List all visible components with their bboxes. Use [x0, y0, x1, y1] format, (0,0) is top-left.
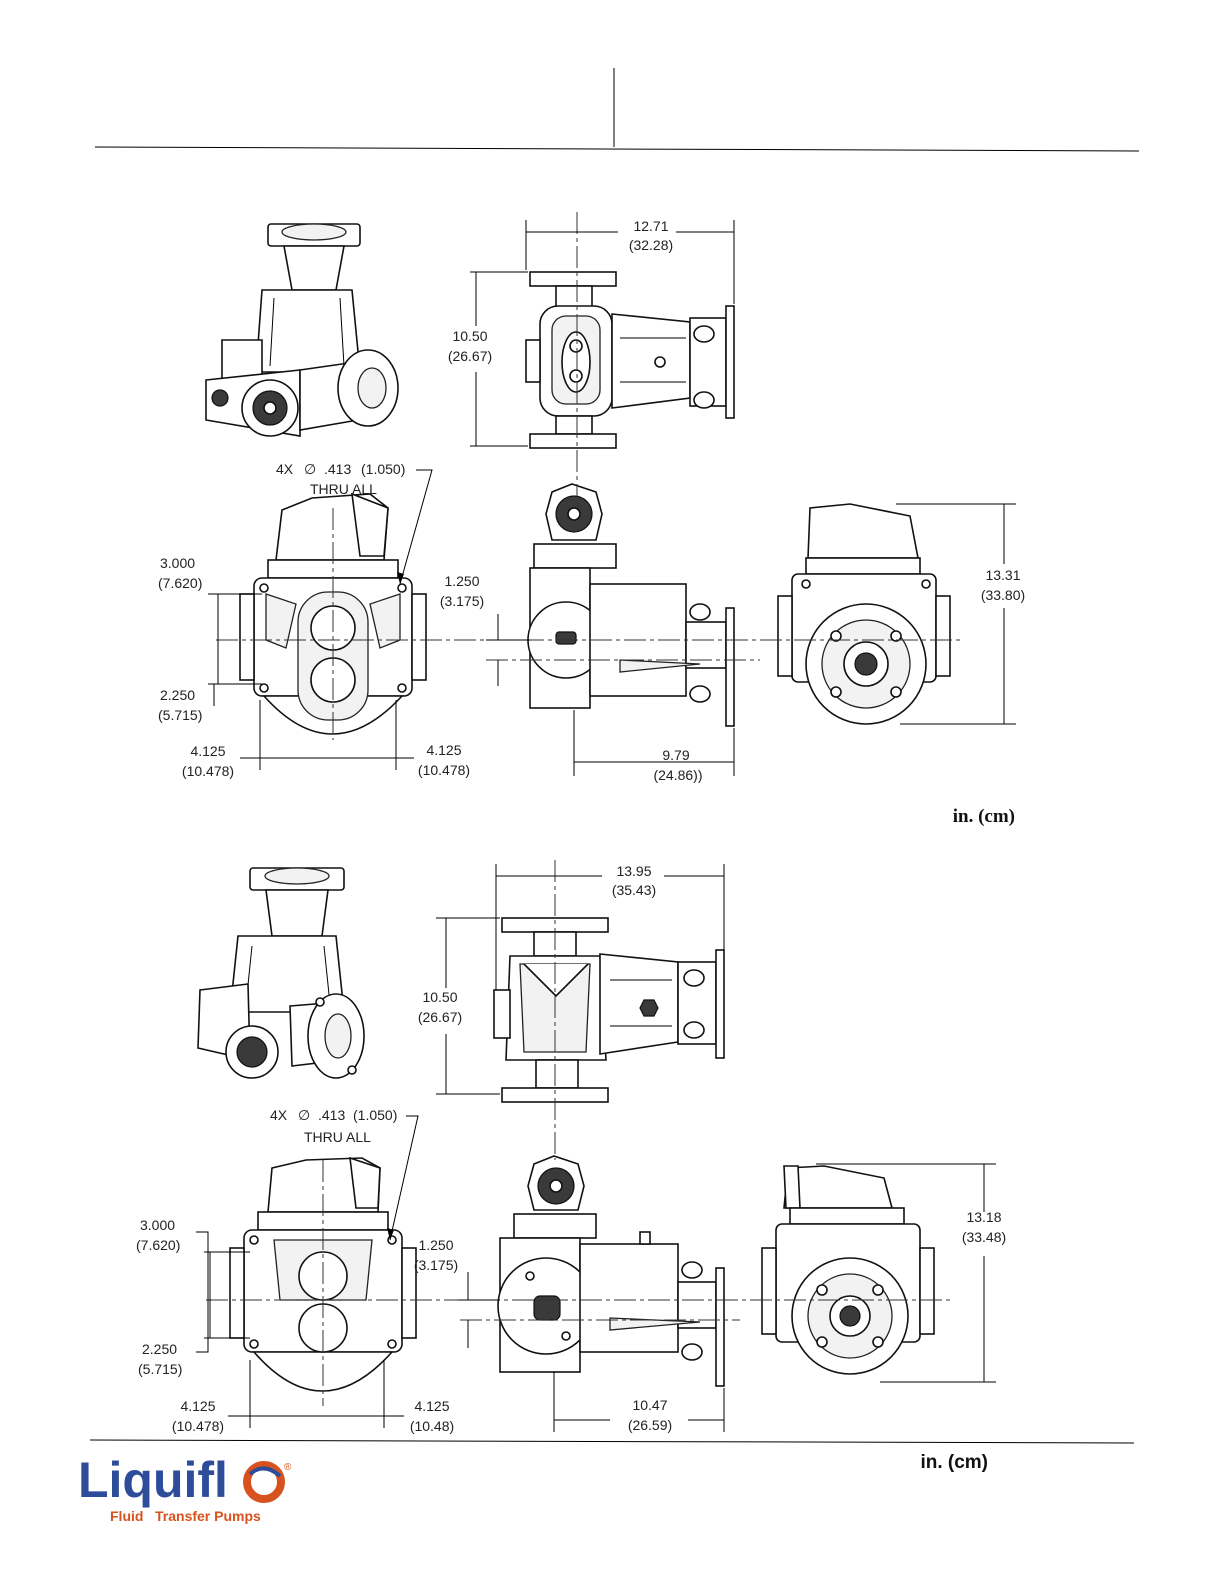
- pump-1-right-half-value: 4.125: [426, 742, 461, 758]
- pump-2-lower-offset-value: 2.250: [142, 1341, 177, 1357]
- pump-1-side-view: [525, 271, 735, 449]
- pump-2-upper-offset-value: 3.000: [140, 1217, 175, 1233]
- pump-1-width-metric: (32.28): [629, 237, 673, 253]
- pump-1-lower-offset-value: 2.250: [160, 687, 195, 703]
- pump-2-height-value: 10.50: [422, 989, 457, 1005]
- pump-2-rear-view: [761, 1165, 935, 1375]
- pump-1-hole-size-metric: (1.050): [361, 461, 405, 477]
- pump-1-rear-view: [777, 503, 951, 725]
- pump-1-height-value: 10.50: [452, 328, 487, 344]
- pump-2-left-half-value: 4.125: [180, 1398, 215, 1414]
- pump-2-right-view: [497, 1155, 725, 1387]
- logo-tagline-fluid: Fluid: [110, 1508, 143, 1524]
- pump-2-hole-size: .413: [318, 1107, 345, 1123]
- pump-2-units-label: in. (cm): [920, 1452, 988, 1473]
- pump-1-left-half-value: 4.125: [190, 743, 225, 759]
- pump-2-width-metric: (35.43): [612, 882, 656, 898]
- pump-2-right-half-metric: (10.48): [410, 1418, 454, 1434]
- pump-2-motor-length-value: 10.47: [632, 1397, 667, 1413]
- pump-2-overall-height-metric: (33.48): [962, 1229, 1006, 1245]
- pump-2-drawing: 13.95 (35.43) 10.50 (26.67) 4X ∅ .413 (1…: [136, 860, 1006, 1473]
- pump-1-upper-offset-value: 3.000: [160, 555, 195, 571]
- pump-1-hole-diameter-symbol: ∅: [304, 461, 316, 477]
- pump-1-motor-length-value: 9.79: [662, 747, 689, 763]
- pump-1-shaft-offset-metric: (3.175): [440, 593, 484, 609]
- pump-2-hole-depth: THRU ALL: [304, 1129, 371, 1145]
- pump-1-lower-offset-metric: (5.715): [158, 707, 202, 723]
- pump-2-shaft-offset-value: 1.250: [418, 1237, 453, 1253]
- pump-1-left-half-metric: (10.478): [182, 763, 234, 779]
- pump-2-upper-offset-metric: (7.620): [136, 1237, 180, 1253]
- pump-2-right-half-value: 4.125: [414, 1398, 449, 1414]
- pump-1-units-label: in. (cm): [953, 806, 1015, 827]
- pump-1-hole-depth: THRU ALL: [310, 481, 377, 497]
- logo-brand-text: Liquifl: [78, 1452, 228, 1508]
- pump-1-overall-height-value: 13.31: [985, 567, 1020, 583]
- pump-2-side-view: [493, 917, 725, 1103]
- pump-1-shaft-offset-value: 1.250: [444, 573, 479, 589]
- pump-1-isometric-view: [205, 223, 399, 437]
- pump-2-shaft-offset-metric: (3.175): [414, 1257, 458, 1273]
- pump-2-left-half-metric: (10.478): [172, 1418, 224, 1434]
- pump-2-hole-diameter-symbol: ∅: [298, 1107, 310, 1123]
- footer-rule: [89, 1439, 1135, 1444]
- logo-o-mark: [243, 1461, 285, 1503]
- logo-registered-mark: ®: [284, 1462, 292, 1473]
- pump-2-hole-size-metric: (1.050): [353, 1107, 397, 1123]
- pump-2-height-metric: (26.67): [418, 1009, 462, 1025]
- pump-2-hole-count: 4X: [270, 1107, 288, 1123]
- pump-1-right-half-metric: (10.478): [418, 762, 470, 778]
- pump-1-overall-height-metric: (33.80): [981, 587, 1025, 603]
- pump-1-hole-count: 4X: [276, 461, 294, 477]
- pump-2-motor-length-metric: (26.59): [628, 1417, 672, 1433]
- pump-2-overall-height-value: 13.18: [966, 1209, 1001, 1225]
- pump-2-lower-offset-metric: (5.715): [138, 1361, 182, 1377]
- pump-1-motor-length-metric: (24.86)): [653, 767, 702, 783]
- logo-tagline-transfer-pumps: Transfer Pumps: [155, 1508, 261, 1524]
- pump-2-width-value: 13.95: [616, 863, 651, 879]
- pump-1-right-view: [527, 483, 735, 727]
- pump-1-height-metric: (26.67): [448, 348, 492, 364]
- pump-1-upper-offset-metric: (7.620): [158, 575, 202, 591]
- header-rule: [94, 146, 1140, 152]
- pump-2-isometric-view: [197, 867, 365, 1079]
- pump-1-width-value: 12.71: [633, 218, 668, 234]
- pump-1-drawing: 12.71 (32.28) 10.50 (26.67) 4X ∅ .413 (1…: [158, 212, 1025, 827]
- pump-1-hole-size: .413: [324, 461, 351, 477]
- logo-brand-suffix: o: [254, 1496, 255, 1498]
- liquiflo-logo: Liquifl o ® Fluid Transfer Pumps: [78, 1452, 292, 1524]
